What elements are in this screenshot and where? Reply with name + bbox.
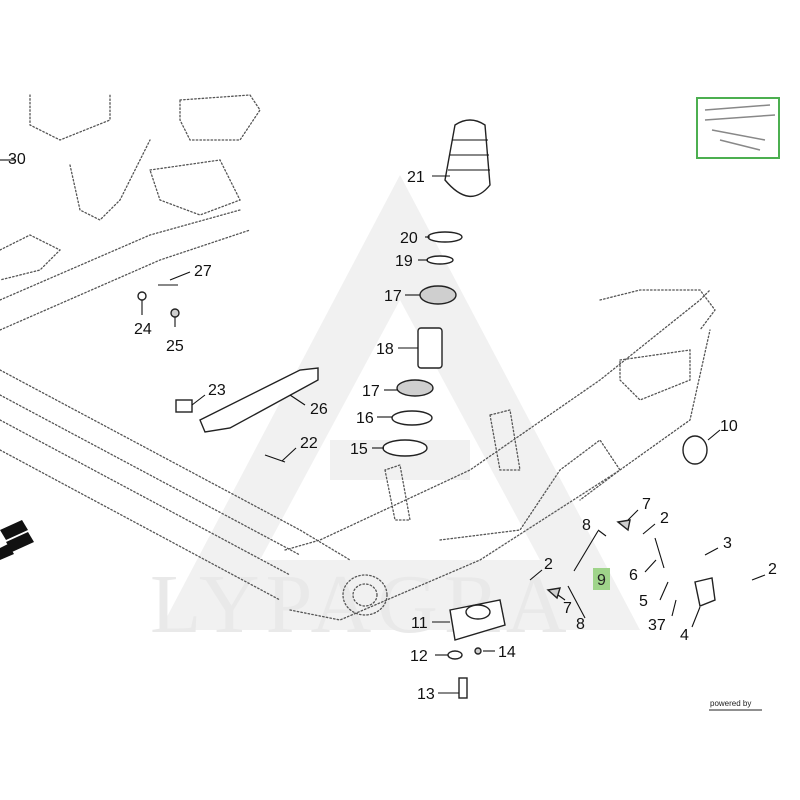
frame-outlines bbox=[0, 94, 716, 621]
part-spring bbox=[175, 399, 193, 413]
part-bushing bbox=[417, 327, 443, 369]
callout-14[interactable]: 14 bbox=[498, 644, 516, 661]
part-ring-19 bbox=[426, 255, 454, 265]
callout-17-upper[interactable]: 17 bbox=[384, 288, 402, 305]
callout-30[interactable]: 30 bbox=[8, 151, 26, 168]
callout-19[interactable]: 19 bbox=[395, 253, 413, 270]
callout-6[interactable]: 6 bbox=[629, 567, 638, 584]
parts bbox=[137, 119, 716, 699]
powered-by: powered by bbox=[709, 699, 762, 711]
callout-27[interactable]: 27 bbox=[194, 263, 212, 280]
callout-5[interactable]: 5 bbox=[639, 593, 648, 610]
callout-8-upper[interactable]: 8 bbox=[582, 517, 591, 534]
callout-2-right[interactable]: 2 bbox=[768, 561, 777, 578]
callout-11[interactable]: 11 bbox=[411, 615, 428, 632]
watermark: LYPAGRA bbox=[150, 175, 640, 651]
callout-10[interactable]: 10 bbox=[720, 418, 738, 435]
part-washer-24 bbox=[137, 291, 147, 301]
callout-25[interactable]: 25 bbox=[166, 338, 184, 355]
callout-26[interactable]: 26 bbox=[310, 401, 328, 418]
part-link-bar bbox=[199, 367, 319, 433]
part-grip bbox=[444, 119, 491, 197]
callout-15[interactable]: 15 bbox=[350, 441, 368, 458]
watermark-text: LYPAGRA bbox=[150, 558, 573, 651]
part-ring-20 bbox=[427, 231, 463, 243]
callout-9-highlighted[interactable]: 9 bbox=[597, 572, 606, 589]
callout-18[interactable]: 18 bbox=[376, 341, 394, 358]
part-clamp bbox=[449, 599, 506, 641]
part-nut-14 bbox=[474, 647, 482, 655]
callout-16[interactable]: 16 bbox=[356, 410, 374, 427]
part-washer-16 bbox=[391, 410, 433, 426]
callout-24[interactable]: 24 bbox=[134, 321, 152, 338]
thumbnail-navigator[interactable] bbox=[696, 97, 780, 159]
part-disc bbox=[682, 435, 708, 465]
edge-marks bbox=[0, 520, 34, 560]
callout-2-upper[interactable]: 2 bbox=[660, 510, 669, 527]
callout-12[interactable]: 12 bbox=[410, 648, 428, 665]
part-bearing-upper bbox=[419, 285, 457, 305]
part-pin-13 bbox=[458, 677, 468, 699]
part-nut-25 bbox=[170, 308, 180, 318]
leader-lines bbox=[0, 159, 766, 694]
callout-21[interactable]: 21 bbox=[407, 169, 425, 186]
part-washer-12 bbox=[447, 650, 463, 660]
callout-8-lower[interactable]: 8 bbox=[576, 616, 585, 633]
callout-20[interactable]: 20 bbox=[400, 230, 418, 247]
callout-2-middle[interactable]: 2 bbox=[544, 556, 553, 573]
callout-3[interactable]: 3 bbox=[723, 535, 732, 552]
callout-13[interactable]: 13 bbox=[417, 686, 435, 703]
part-ring-15 bbox=[382, 439, 428, 457]
callout-7-upper[interactable]: 7 bbox=[642, 496, 651, 513]
callout-4[interactable]: 4 bbox=[680, 627, 689, 644]
callouts: 30 27 24 25 23 26 22 21 20 19 17 18 17 1… bbox=[8, 151, 777, 703]
part-bearing-lower bbox=[396, 379, 434, 397]
powered-by-label: powered by bbox=[710, 699, 751, 708]
callout-17-lower[interactable]: 17 bbox=[362, 383, 380, 400]
callout-22[interactable]: 22 bbox=[300, 435, 318, 452]
callout-7-lower[interactable]: 7 bbox=[563, 600, 572, 617]
thumbnail-preview bbox=[704, 104, 776, 151]
callout-37[interactable]: 37 bbox=[648, 617, 666, 634]
callout-23[interactable]: 23 bbox=[208, 382, 226, 399]
highlight-box bbox=[593, 568, 610, 590]
part-sensor bbox=[694, 577, 716, 607]
